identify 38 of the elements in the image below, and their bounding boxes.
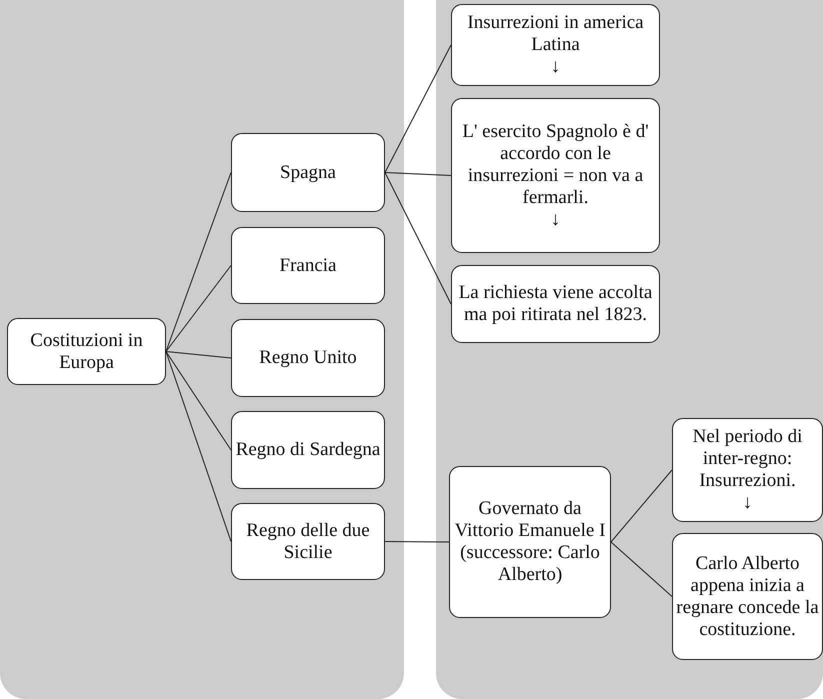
box-text: Regno Unito	[259, 347, 357, 369]
text-box	[449, 466, 611, 618]
connector-line	[166, 351, 232, 450]
connector-line	[610, 542, 672, 597]
connector-line	[166, 265, 232, 352]
text-box	[231, 411, 385, 489]
box-text: Costituzioni in Europa	[29, 330, 144, 374]
box-text: Francia	[280, 254, 336, 276]
down-arrow-text: ↓	[550, 208, 560, 230]
box-text: Carlo Alberto appena inizia a regnare concede la costituzione.	[676, 552, 819, 640]
text-box	[231, 133, 385, 212]
box-text: Spagna	[280, 162, 336, 184]
box-text: La richiesta viene accolta ma poi ritirata nel 1823.	[458, 282, 654, 326]
connector-line	[384, 172, 452, 176]
text-box	[7, 318, 166, 385]
connector-line	[166, 351, 232, 542]
box-text: Regno di Sardegna	[236, 439, 380, 461]
text-box	[672, 533, 823, 660]
text-box	[451, 4, 660, 86]
down-arrow-text: ↓	[742, 492, 752, 514]
box-text: L' esercito Spagnolo è d' accordo con le insurrezioni = non va a fermarli.	[461, 120, 650, 208]
text-box	[231, 227, 385, 304]
text-box	[231, 319, 385, 397]
text-box	[451, 265, 660, 343]
box-text: Insurrezioni in america Latina	[466, 12, 645, 56]
connector-line	[166, 172, 232, 352]
connector-line	[610, 470, 672, 542]
box-text: Governato da Vittorio Emanuele I (successore: Carlo Alberto)	[454, 498, 606, 586]
box-text: Regno delle due Sicilie	[245, 520, 371, 564]
box-text: Nel periodo di inter-regno: Insurrezioni.	[692, 426, 804, 492]
connector-line	[384, 541, 450, 542]
connector-line	[166, 351, 232, 358]
down-arrow-text: ↓	[550, 56, 560, 78]
text-box	[451, 98, 660, 253]
text-box	[672, 418, 823, 522]
connector-line	[384, 172, 452, 304]
connector-line	[384, 44, 452, 173]
text-box	[231, 503, 385, 580]
